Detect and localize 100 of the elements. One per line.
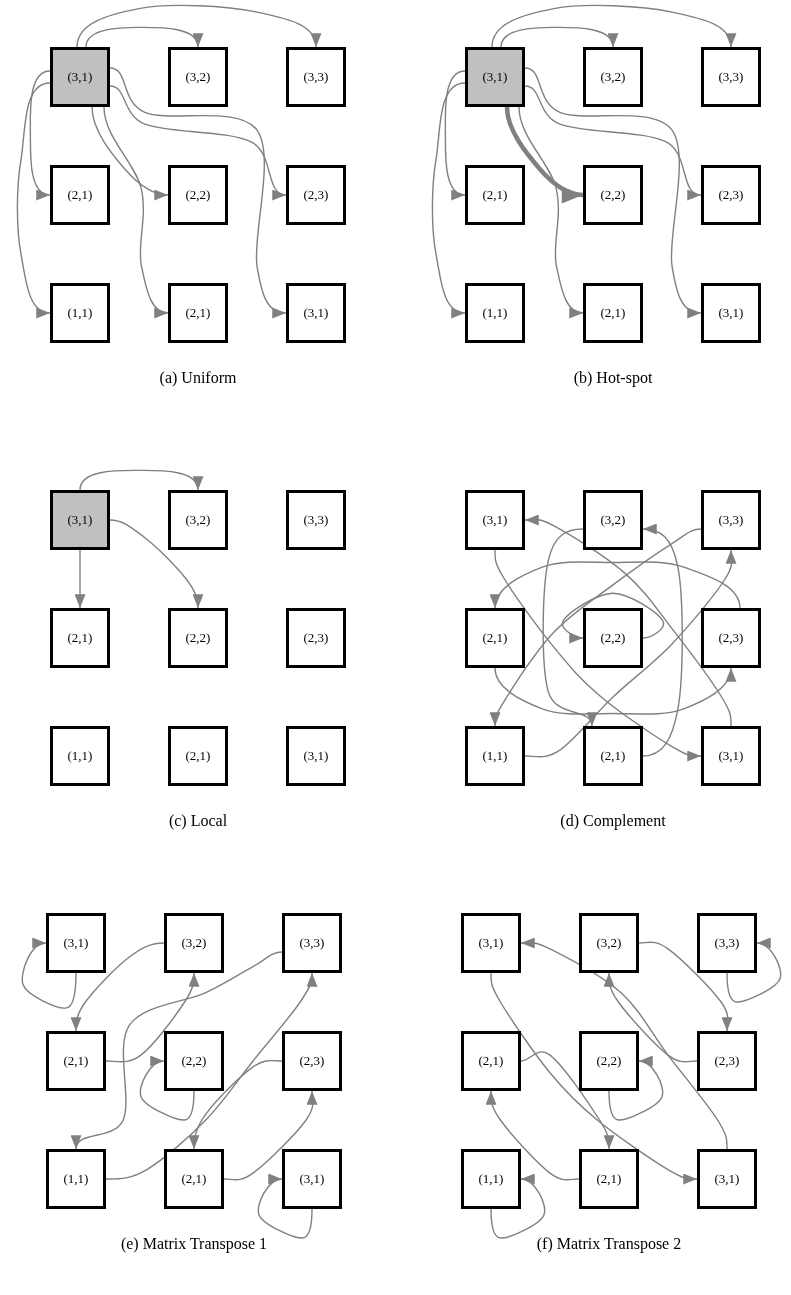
node-box: (2,1) — [50, 608, 110, 668]
arrow — [188, 1059, 283, 1150]
node-box: (3,2) — [583, 490, 643, 550]
node-box: (3,1) — [465, 490, 525, 550]
node-box: (1,1) — [465, 283, 525, 343]
arrow — [491, 561, 741, 609]
arrow — [444, 70, 466, 199]
arrow — [76, 4, 320, 48]
arrow — [109, 519, 204, 609]
node-box: (2,3) — [286, 608, 346, 668]
arrow — [638, 941, 733, 1032]
node-box: (2,3) — [286, 165, 346, 225]
arrow — [491, 4, 735, 48]
arrow — [91, 106, 169, 200]
node-box: (3,2) — [168, 47, 228, 107]
arrow — [73, 951, 283, 1150]
node-box: (3,1) — [50, 47, 110, 107]
node-box: (3,2) — [583, 47, 643, 107]
node-box: (3,1) — [461, 913, 521, 973]
caption: (f) Matrix Transpose 2 — [536, 1235, 682, 1253]
caption: (a) Uniform — [159, 369, 237, 387]
node-box: (2,2) — [583, 165, 643, 225]
caption: (e) Matrix Transpose 1 — [120, 1235, 268, 1253]
arrow — [524, 514, 732, 727]
arrow — [490, 972, 698, 1185]
node-box: (3,1) — [701, 283, 761, 343]
node-box: (3,2) — [168, 490, 228, 550]
arrow — [74, 549, 86, 609]
node-box: (2,1) — [465, 608, 525, 668]
node-box: (1,1) — [50, 283, 110, 343]
node-box: (3,1) — [46, 913, 106, 973]
arrow — [520, 1051, 615, 1150]
node-box: (1,1) — [50, 726, 110, 786]
arrow — [485, 1090, 580, 1181]
arrow — [431, 82, 466, 317]
node-box: (3,1) — [286, 726, 346, 786]
node-box: (2,1) — [46, 1031, 106, 1091]
arrow — [642, 524, 683, 757]
node-box: (2,1) — [465, 165, 525, 225]
node-box: (3,3) — [701, 47, 761, 107]
node-box: (1,1) — [46, 1149, 106, 1209]
arrow — [603, 972, 698, 1063]
node-box: (2,3) — [701, 165, 761, 225]
node-box: (2,1) — [461, 1031, 521, 1091]
node-box: (2,2) — [168, 608, 228, 668]
loop-arrow — [561, 592, 665, 643]
node-box: (3,1) — [286, 283, 346, 343]
loop-arrow — [608, 1057, 664, 1121]
node-box: (2,1) — [579, 1149, 639, 1209]
arrow — [223, 1090, 318, 1181]
node-box: (3,1) — [282, 1149, 342, 1209]
node-box: (2,1) — [168, 283, 228, 343]
arrow — [524, 549, 737, 758]
node-box: (3,3) — [697, 913, 757, 973]
arrow — [489, 528, 702, 727]
node-box: (3,1) — [465, 47, 525, 107]
arrow — [500, 26, 617, 48]
arrow — [518, 106, 584, 317]
node-box: (3,3) — [282, 913, 342, 973]
node-box: (3,1) — [50, 490, 110, 550]
node-box: (1,1) — [465, 726, 525, 786]
caption: (d) Complement — [560, 812, 666, 830]
arrow — [542, 528, 595, 727]
node-box: (2,1) — [583, 726, 643, 786]
node-box: (2,3) — [282, 1031, 342, 1091]
node-box: (1,1) — [461, 1149, 521, 1209]
arrow — [79, 469, 202, 491]
node-box: (3,3) — [701, 490, 761, 550]
arrow — [109, 85, 287, 199]
node-box: (3,1) — [701, 726, 761, 786]
caption: (b) Hot-spot — [573, 369, 653, 387]
arrow — [494, 667, 735, 715]
node-box: (3,2) — [579, 913, 639, 973]
node-box: (3,3) — [286, 47, 346, 107]
arrow — [105, 972, 318, 1180]
arrow — [524, 67, 702, 318]
loop-arrow — [490, 1175, 546, 1239]
caption: (c) Local — [168, 812, 228, 830]
node-box: (2,1) — [168, 726, 228, 786]
node-box: (2,2) — [579, 1031, 639, 1091]
node-box: (3,2) — [164, 913, 224, 973]
arrow — [494, 549, 702, 762]
node-box: (2,2) — [164, 1031, 224, 1091]
loop-arrow — [257, 1175, 313, 1239]
node-box: (3,3) — [286, 490, 346, 550]
node-box: (2,3) — [697, 1031, 757, 1091]
node-box: (2,2) — [583, 608, 643, 668]
arrow — [103, 106, 169, 317]
node-box: (2,1) — [583, 283, 643, 343]
loop-arrow — [139, 1057, 195, 1121]
arrow — [520, 937, 728, 1150]
node-box: (2,3) — [701, 608, 761, 668]
arrow — [105, 972, 200, 1063]
node-box: (2,2) — [168, 165, 228, 225]
node-box: (2,1) — [164, 1149, 224, 1209]
loop-arrow — [726, 939, 782, 1003]
node-box: (3,1) — [697, 1149, 757, 1209]
arrow — [29, 70, 51, 199]
arrow — [16, 82, 51, 317]
arrow — [109, 67, 287, 318]
